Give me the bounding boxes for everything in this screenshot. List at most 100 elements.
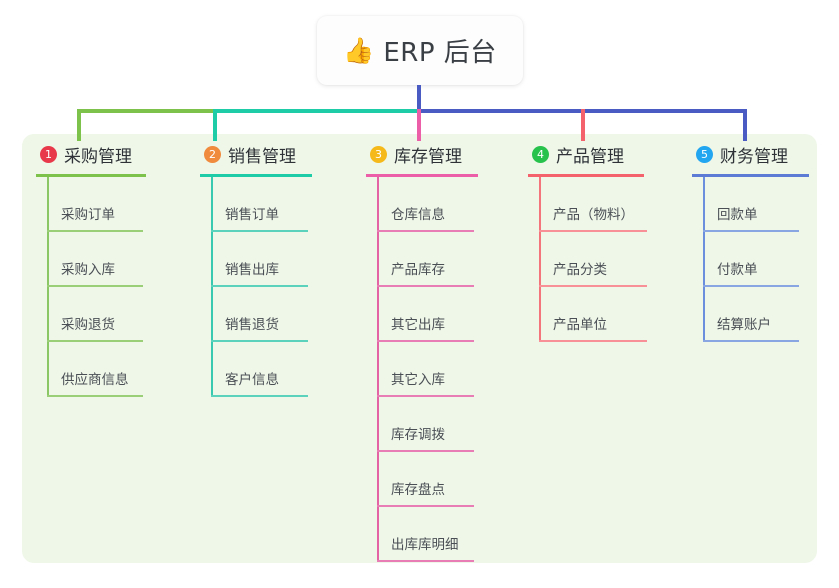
branch-underline — [692, 174, 809, 177]
list-item-underline — [377, 505, 474, 507]
branch-title: 产品管理 — [556, 146, 624, 167]
list-item-underline — [47, 395, 143, 397]
list-item-label: 销售订单 — [225, 207, 279, 223]
list-item-label: 销售退货 — [225, 317, 279, 333]
list-item-underline — [539, 340, 647, 342]
list-item-label: 仓库信息 — [391, 207, 445, 223]
branch-spine — [539, 177, 541, 342]
list-item-underline — [211, 285, 308, 287]
branch-number-badge: 4 — [532, 145, 549, 163]
branch-items: 仓库信息 产品库存 其它出库 其它入库 库存调拨 库存盘点 出库库明细 — [377, 177, 516, 562]
connector-drop-1 — [77, 109, 81, 141]
branch-product: 4 产品管理 产品（物料） 产品分类 产品单位 — [528, 140, 688, 342]
branch-sales: 2 销售管理 销售订单 销售出库 销售退货 客户信息 — [200, 140, 350, 397]
connector-drop-5 — [743, 109, 747, 141]
list-item[interactable]: 结算账户 — [703, 287, 839, 342]
branch-spine — [703, 177, 705, 342]
list-item-label: 产品单位 — [553, 317, 607, 333]
branch-header[interactable]: 5 财务管理 — [692, 140, 839, 168]
list-item-underline — [703, 230, 799, 232]
list-item-label: 其它出库 — [391, 317, 445, 333]
branch-spine — [211, 177, 213, 397]
branch-header[interactable]: 2 销售管理 — [200, 140, 350, 168]
branch-underline — [366, 174, 478, 177]
list-item[interactable]: 付款单 — [703, 232, 839, 287]
list-item-label: 回款单 — [717, 207, 758, 223]
branch-items: 回款单 付款单 结算账户 — [703, 177, 839, 342]
list-item-underline — [211, 395, 308, 397]
list-item-underline — [703, 340, 799, 342]
connector-bus-teal — [213, 109, 417, 113]
list-item[interactable]: 销售出库 — [211, 232, 350, 287]
branch-inventory: 3 库存管理 仓库信息 产品库存 其它出库 其它入库 库存调拨 库存盘点 — [366, 140, 516, 562]
branch-number-badge: 5 — [696, 145, 713, 163]
list-item[interactable]: 采购订单 — [47, 177, 186, 232]
list-item-label: 库存盘点 — [391, 482, 445, 498]
list-item[interactable]: 回款单 — [703, 177, 839, 232]
list-item-underline — [47, 230, 143, 232]
branch-items: 产品（物料） 产品分类 产品单位 — [539, 177, 688, 342]
connector-drop-4 — [581, 109, 585, 141]
list-item-label: 产品（物料） — [553, 207, 634, 223]
branch-finance: 5 财务管理 回款单 付款单 结算账户 — [692, 140, 839, 342]
root-title: ERP 后台 — [383, 38, 497, 68]
branch-header[interactable]: 3 库存管理 — [366, 140, 516, 168]
branch-spine — [47, 177, 49, 397]
diagram-panel — [22, 134, 817, 563]
list-item[interactable]: 客户信息 — [211, 342, 350, 397]
list-item-label: 供应商信息 — [61, 372, 129, 388]
list-item-underline — [377, 340, 474, 342]
list-item-label: 采购订单 — [61, 207, 115, 223]
branch-number-badge: 1 — [40, 145, 57, 163]
branch-items: 销售订单 销售出库 销售退货 客户信息 — [211, 177, 350, 397]
connector-drop-2 — [213, 109, 217, 141]
list-item-underline — [377, 450, 474, 452]
list-item-underline — [377, 285, 474, 287]
list-item-underline — [211, 340, 308, 342]
list-item-underline — [703, 285, 799, 287]
list-item[interactable]: 采购退货 — [47, 287, 186, 342]
list-item[interactable]: 产品（物料） — [539, 177, 688, 232]
root-node[interactable]: 👍 ERP 后台 — [317, 16, 523, 85]
branch-title: 采购管理 — [64, 146, 132, 167]
list-item-underline — [47, 285, 143, 287]
connector-bus-green — [77, 109, 213, 113]
list-item-underline — [377, 395, 474, 397]
list-item[interactable]: 产品单位 — [539, 287, 688, 342]
branch-underline — [36, 174, 146, 177]
list-item-underline — [47, 340, 143, 342]
branch-underline — [200, 174, 312, 177]
branch-number-badge: 2 — [204, 145, 221, 163]
list-item[interactable]: 产品分类 — [539, 232, 688, 287]
list-item-underline — [377, 560, 474, 562]
branch-purchasing: 1 采购管理 采购订单 采购入库 采购退货 供应商信息 — [36, 140, 186, 397]
list-item[interactable]: 其它出库 — [377, 287, 516, 342]
list-item-underline — [539, 230, 647, 232]
list-item-label: 其它入库 — [391, 372, 445, 388]
list-item[interactable]: 销售退货 — [211, 287, 350, 342]
list-item[interactable]: 库存调拨 — [377, 397, 516, 452]
list-item-label: 付款单 — [717, 262, 758, 278]
list-item-label: 结算账户 — [717, 317, 771, 333]
list-item-underline — [211, 230, 308, 232]
list-item-label: 采购退货 — [61, 317, 115, 333]
list-item[interactable]: 其它入库 — [377, 342, 516, 397]
list-item[interactable]: 库存盘点 — [377, 452, 516, 507]
list-item-label: 产品库存 — [391, 262, 445, 278]
list-item-label: 采购入库 — [61, 262, 115, 278]
list-item[interactable]: 供应商信息 — [47, 342, 186, 397]
list-item[interactable]: 出库库明细 — [377, 507, 516, 562]
branch-header[interactable]: 4 产品管理 — [528, 140, 688, 168]
branch-header[interactable]: 1 采购管理 — [36, 140, 186, 168]
branch-title: 库存管理 — [394, 146, 462, 167]
list-item-label: 客户信息 — [225, 372, 279, 388]
list-item[interactable]: 采购入库 — [47, 232, 186, 287]
list-item-label: 产品分类 — [553, 262, 607, 278]
branch-spine — [377, 177, 379, 562]
list-item[interactable]: 仓库信息 — [377, 177, 516, 232]
list-item[interactable]: 产品库存 — [377, 232, 516, 287]
branch-number-badge: 3 — [370, 145, 387, 163]
thumbs-up-icon: 👍 — [343, 36, 375, 65]
list-item[interactable]: 销售订单 — [211, 177, 350, 232]
list-item-underline — [377, 230, 474, 232]
